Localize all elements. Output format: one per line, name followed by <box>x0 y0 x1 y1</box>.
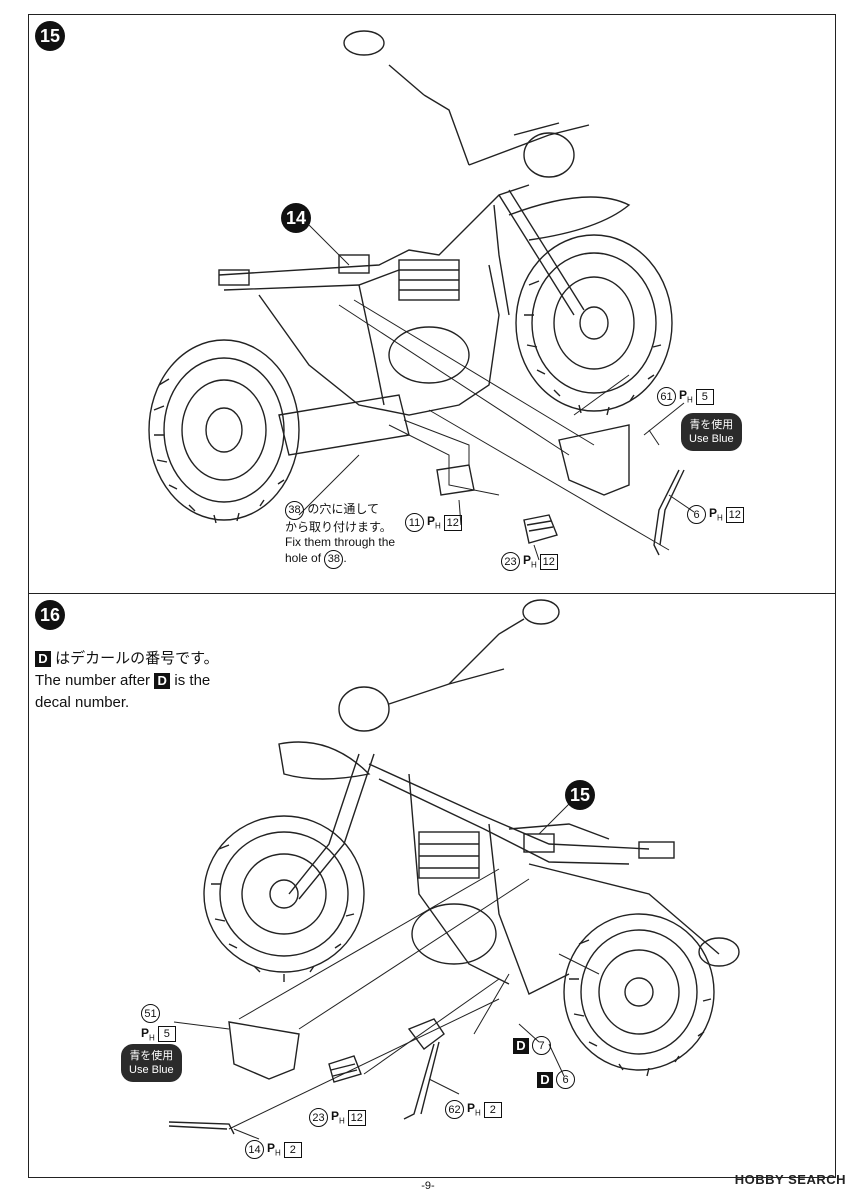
decal-intro: D はデカールの番号です。 The number after D is the … <box>35 648 219 714</box>
decal-callout-7: D 7 <box>513 1036 551 1055</box>
intro-jp: はデカールの番号です。 <box>55 650 219 667</box>
callout-part-61: 61 PH 5 <box>657 387 714 406</box>
use-blue-note-16: 青を使用 Use Blue <box>121 1044 182 1082</box>
sprue-label: PH <box>331 1109 345 1126</box>
sprue-box: 2 <box>483 1101 502 1118</box>
callout-part-23: 23 PH 12 <box>501 552 558 571</box>
kick-lever-14 <box>168 1121 235 1135</box>
ref-step-15-badge: 15 <box>565 780 595 810</box>
decal-callout-6: D 6 <box>537 1070 575 1089</box>
frame <box>218 30 631 456</box>
part-number: 6 <box>687 505 706 524</box>
hole-note-suffix: . <box>343 551 347 565</box>
kick-lever-6 <box>653 469 685 556</box>
part-number: 11 <box>405 513 424 532</box>
part-number: 14 <box>245 1140 264 1159</box>
part-number: 62 <box>445 1100 464 1119</box>
sprue-label: PH <box>467 1101 481 1118</box>
assembly-guides <box>298 299 670 551</box>
decal-badge: D <box>154 673 171 689</box>
decal-number: 7 <box>532 1036 551 1055</box>
ref-step-14-badge: 14 <box>281 203 311 233</box>
part-number: 51 <box>141 1004 160 1023</box>
use-blue-en: Use Blue <box>689 433 734 445</box>
frame <box>278 599 720 995</box>
hole-note: 38 の穴に通して から取り付けます。 Fix them through the… <box>285 501 395 569</box>
callout-part-14: 14 PH 2 <box>245 1140 302 1159</box>
intro-en-prefix: The number after <box>35 672 151 689</box>
sprue-box: 12 <box>443 514 462 531</box>
step-15-badge: 15 <box>35 21 65 51</box>
footpeg-rubber-23 <box>328 1055 362 1083</box>
sprue-label: PH <box>709 506 723 523</box>
sprue-box: 12 <box>347 1109 366 1126</box>
hole-note-jp-2: から取り付けます。 <box>285 520 392 534</box>
leader-lines <box>173 803 570 1140</box>
sprue-box: 12 <box>725 506 744 523</box>
sprue-label: PH <box>141 1026 155 1043</box>
decal-badge: D <box>537 1071 553 1088</box>
sprue-box: 5 <box>157 1026 176 1043</box>
step-15-panel: 15 <box>28 14 836 594</box>
callout-part-6: 6 PH 12 <box>687 505 744 524</box>
sprue-label: PH <box>267 1141 281 1158</box>
part-number: 38 <box>324 550 344 569</box>
assembly-guides <box>228 868 600 1130</box>
use-blue-note-15: 青を使用 Use Blue <box>681 413 742 451</box>
callout-part-51: 51 PH 5 <box>141 1004 176 1042</box>
side-stand-62 <box>403 1018 445 1120</box>
page-number: -9- <box>421 1180 435 1192</box>
use-blue-en: Use Blue <box>129 1064 174 1076</box>
sprue-label: PH <box>427 514 441 531</box>
side-cover-61 <box>558 424 630 496</box>
intro-en-line2: decal number. <box>35 694 130 711</box>
front-wheel <box>203 815 365 982</box>
footpeg-bracket-11 <box>436 464 475 496</box>
sprue-box: 2 <box>283 1141 302 1158</box>
use-blue-jp: 青を使用 <box>689 419 734 431</box>
intro-en-suffix: is the <box>174 672 211 689</box>
sprue-box: 5 <box>695 388 714 405</box>
callout-part-62: 62 PH 2 <box>445 1100 502 1119</box>
part-number: 23 <box>309 1108 328 1127</box>
hole-note-en-2: hole of <box>285 551 322 565</box>
sprue-label: PH <box>523 553 537 570</box>
leader-lines <box>308 224 695 561</box>
footpeg-rubber-23 <box>523 514 558 544</box>
watermark: HOBBY SEARCH <box>734 1172 846 1187</box>
step-15-illustration <box>148 30 695 561</box>
rear-wheel <box>148 339 300 524</box>
part-number: 61 <box>657 387 676 406</box>
sprue-box: 12 <box>539 553 558 570</box>
callout-part-23: 23 PH 12 <box>309 1108 366 1127</box>
sprue-label: PH <box>679 388 693 405</box>
side-cover-51 <box>228 1021 300 1080</box>
decal-badge: D <box>35 651 51 667</box>
decal-badge: D <box>513 1037 529 1054</box>
hole-note-en-1: Fix them through the <box>285 535 396 549</box>
decal-number: 6 <box>556 1070 575 1089</box>
part-number: 23 <box>501 552 520 571</box>
step-16-badge: 16 <box>35 600 65 630</box>
part-number: 38 <box>285 501 304 520</box>
callout-part-11: 11 PH 12 <box>405 513 462 532</box>
hole-note-jp-1: の穴に通して <box>307 502 379 516</box>
rear-wheel <box>563 913 740 1077</box>
step-16-panel: 16 D はデカールの番号です。 The number after D is t… <box>28 594 836 1178</box>
step-16-illustration <box>168 599 740 1140</box>
use-blue-jp: 青を使用 <box>129 1050 174 1062</box>
front-wheel <box>515 234 673 416</box>
